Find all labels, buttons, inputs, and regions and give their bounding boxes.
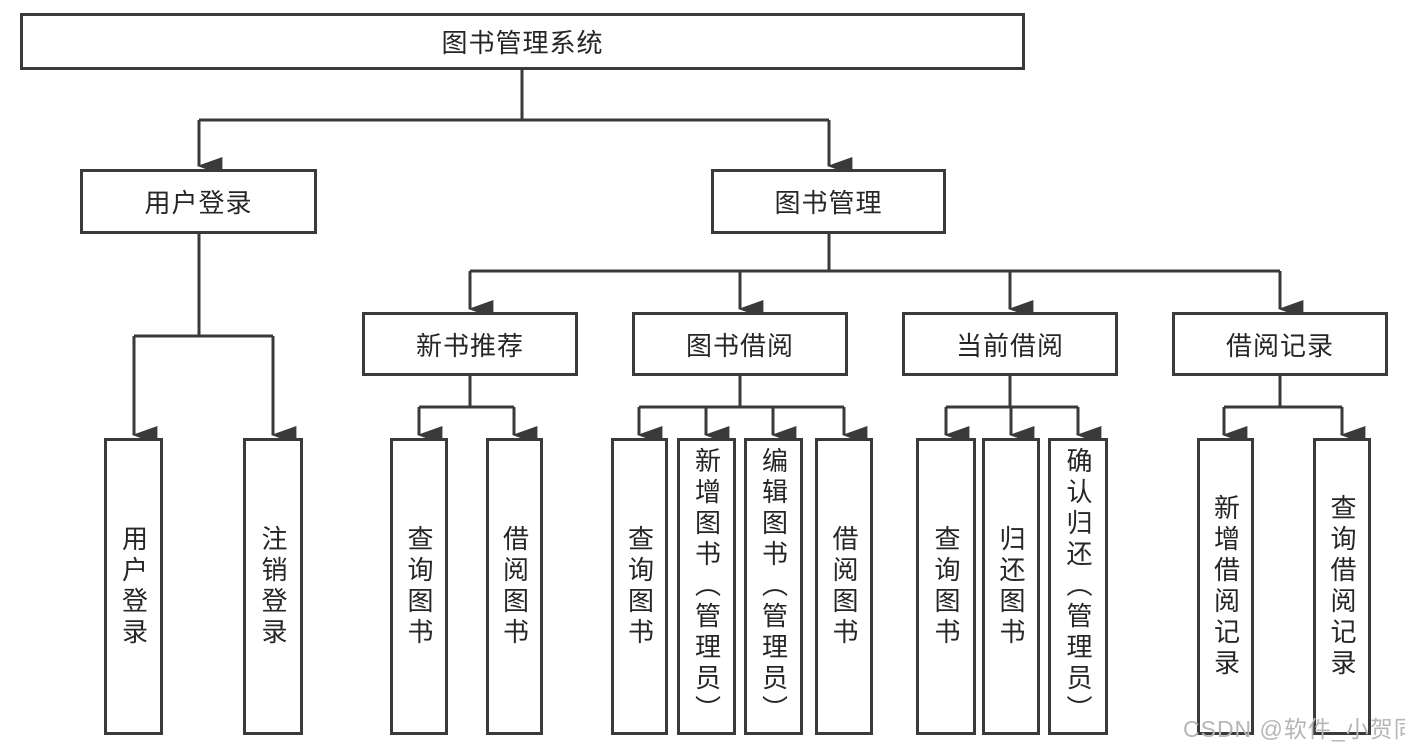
- node-new-book-recommend: 新书推荐: [362, 312, 578, 376]
- leaf-nb-query-book: 查询图书: [390, 438, 448, 735]
- node-user-login: 用户登录: [80, 169, 317, 234]
- leaf-bb-add-book-label: 新增图书（管理员）: [691, 447, 722, 726]
- node-user-login-label: 用户登录: [144, 188, 253, 218]
- leaf-bb-edit-book: 编辑图书（管理员）: [744, 438, 803, 735]
- leaf-nb-borrow-book: 借阅图书: [486, 438, 543, 735]
- leaf-bb-add-book: 新增图书（管理员）: [677, 438, 736, 735]
- leaf-logout-label: 注销登录: [258, 524, 288, 649]
- leaf-cb-query-book: 查询图书: [916, 438, 976, 735]
- leaf-bb-edit-book-label: 编辑图书（管理员）: [758, 447, 789, 726]
- leaf-br-query-record: 查询借阅记录: [1313, 438, 1371, 735]
- connector-book-borrow-trunk: [639, 376, 844, 409]
- connector-user-login-trunk: [134, 234, 273, 338]
- leaf-bb-borrow-book-label: 借阅图书: [829, 524, 859, 649]
- leaf-cb-return-book: 归还图书: [982, 438, 1040, 735]
- node-book-management-label: 图书管理: [774, 188, 883, 218]
- leaf-cb-confirm-return-label: 确认归还（管理员）: [1063, 447, 1093, 726]
- leaf-cb-query-book-label: 查询图书: [931, 524, 961, 649]
- csdn-watermark: CSDN @软件_小贺同学: [1183, 716, 1405, 742]
- node-current-borrow: 当前借阅: [902, 312, 1118, 376]
- leaf-nb-borrow-book-label: 借阅图书: [499, 524, 530, 649]
- leaf-br-add-record: 新增借阅记录: [1197, 438, 1254, 735]
- leaf-bb-query-book: 查询图书: [611, 438, 668, 735]
- node-borrow-records: 借阅记录: [1172, 312, 1388, 376]
- node-book-borrow: 图书借阅: [632, 312, 848, 376]
- connector-new-book-trunk: [419, 376, 514, 409]
- leaf-user-login: 用户登录: [104, 438, 163, 735]
- node-book-management: 图书管理: [711, 169, 946, 234]
- connector-book-management-trunk: [470, 234, 1280, 273]
- connector-root-trunk: [199, 70, 829, 122]
- leaf-nb-query-book-label: 查询图书: [404, 524, 434, 649]
- leaf-logout: 注销登录: [243, 438, 303, 735]
- node-current-borrow-label: 当前借阅: [955, 330, 1064, 361]
- node-book-borrow-label: 图书借阅: [685, 330, 794, 361]
- connector-borrow-records-trunk: [1224, 376, 1342, 409]
- leaf-user-login-label: 用户登录: [118, 524, 149, 649]
- leaf-br-add-record-label: 新增借阅记录: [1210, 493, 1241, 680]
- node-borrow-records-label: 借阅记录: [1225, 330, 1334, 361]
- node-new-book-recommend-label: 新书推荐: [415, 330, 524, 361]
- leaf-cb-return-book-label: 归还图书: [996, 524, 1026, 649]
- leaf-br-query-record-label: 查询借阅记录: [1327, 493, 1357, 680]
- leaf-bb-borrow-book: 借阅图书: [815, 438, 873, 735]
- node-root-label: 图书管理系统: [441, 28, 604, 58]
- node-root: 图书管理系统: [20, 13, 1025, 70]
- leaf-cb-confirm-return: 确认归还（管理员）: [1048, 438, 1108, 735]
- connector-current-borrow-trunk: [946, 376, 1078, 409]
- leaf-bb-query-book-label: 查询图书: [624, 524, 655, 649]
